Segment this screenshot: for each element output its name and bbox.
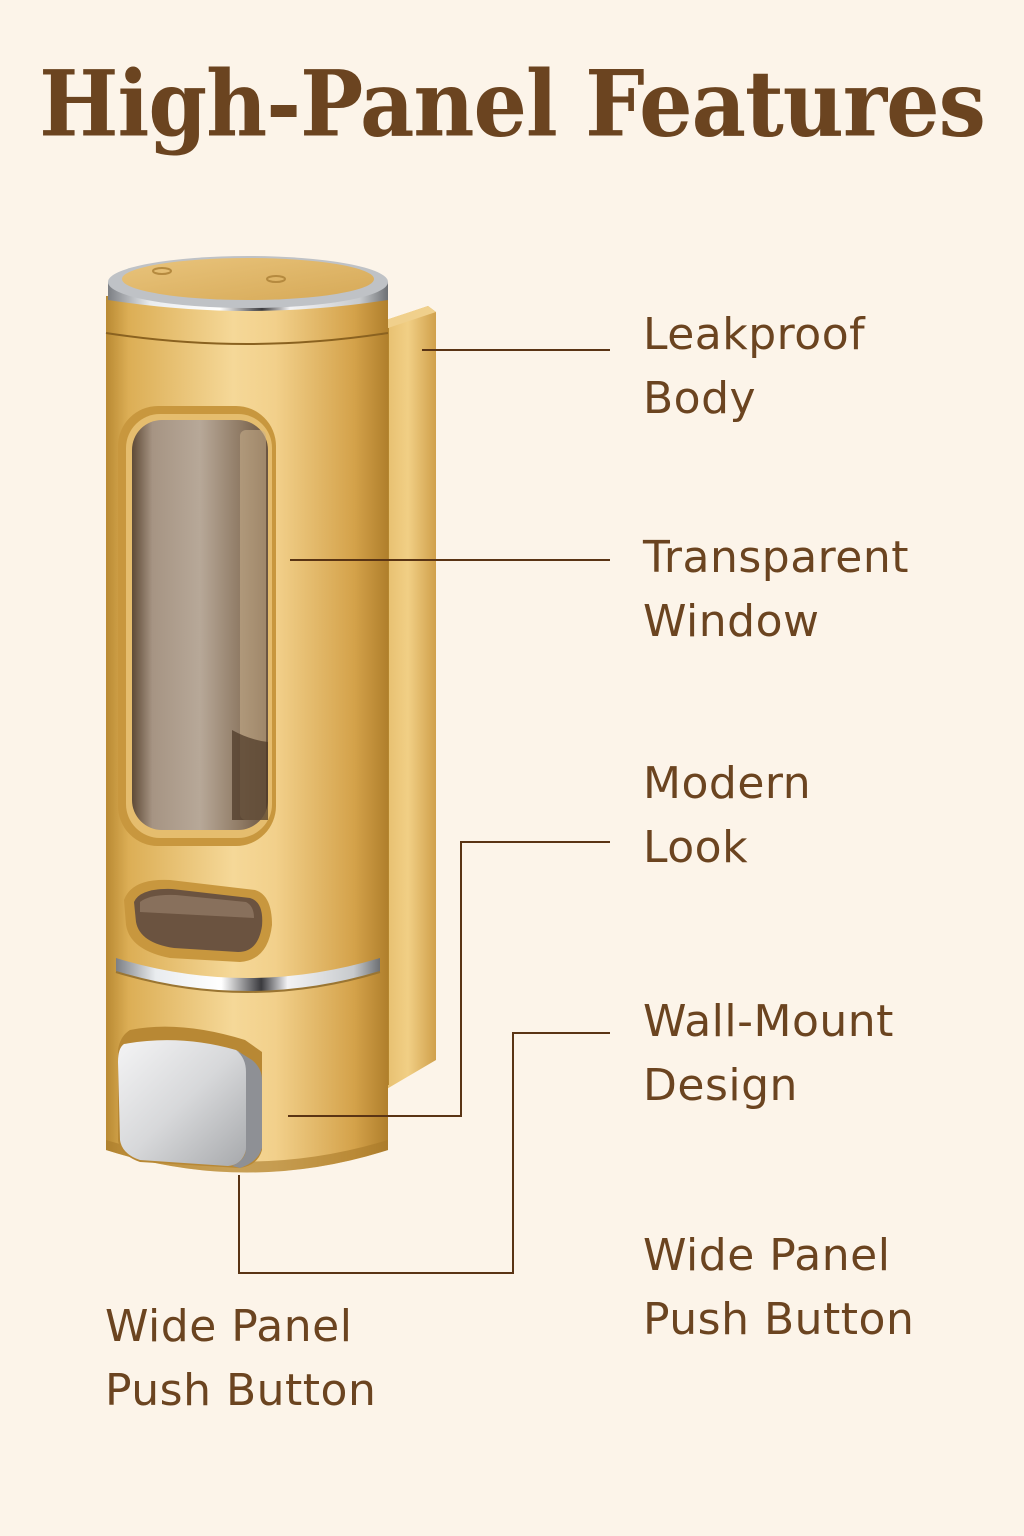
callout-line1: Transparent [643,532,909,583]
chrome-ring [115,958,381,993]
callout-wide-panel-push-button-left: Wide Panel Push Button [105,1295,376,1423]
leader-line-wall-mount-v [512,1032,514,1274]
leader-line-modern-look-v [460,841,462,1117]
leader-line-transparent-window [290,559,610,561]
callout-line2: Design [643,1060,798,1111]
level-window [124,879,272,962]
leader-line-push-button-h [238,1272,514,1274]
callout-wall-mount-design: Wall-Mount Design [643,990,894,1118]
callout-wide-panel-push-button-right: Wide Panel Push Button [643,1224,914,1352]
transparent-window [118,406,276,846]
wall-bracket [380,306,436,1090]
callout-line1: Modern [643,758,812,809]
callout-line1: Wide Panel [105,1301,353,1352]
leader-line-push-button-v [238,1175,240,1274]
leader-line-leakproof-body [422,349,610,351]
push-button [118,1026,262,1168]
callout-modern-look: Modern Look [643,752,811,880]
callout-leakproof-body: Leakproof Body [643,303,865,431]
leader-line-modern-look-h2 [288,1115,462,1117]
callout-line2: Push Button [643,1294,915,1345]
callout-line1: Wall-Mount [643,996,894,1047]
callout-line2: Body [643,373,757,424]
callout-line2: Push Button [105,1365,377,1416]
callout-line1: Wide Panel [643,1230,891,1281]
chrome-top-cap [108,256,388,311]
callout-line2: Look [643,822,749,873]
callout-line1: Leakproof [643,309,866,360]
leader-line-modern-look-h1 [460,841,610,843]
callout-line2: Window [643,596,820,647]
page-title: High-Panel Features [39,50,986,157]
leader-line-wall-mount-h1 [512,1032,610,1034]
callout-transparent-window: Transparent Window [643,526,909,654]
